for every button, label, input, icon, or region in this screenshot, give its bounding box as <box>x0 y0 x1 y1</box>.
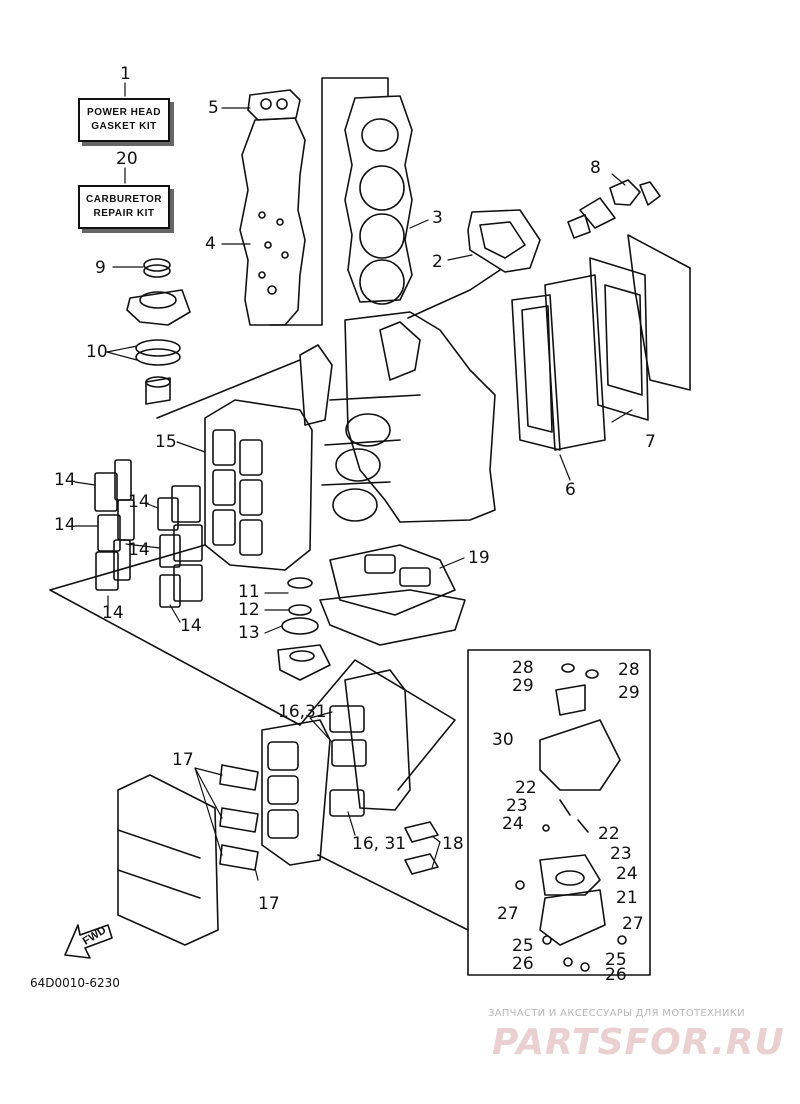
callout-17-bottom: 17 <box>258 894 280 914</box>
callout-11: 11 <box>238 582 260 602</box>
kit-number-1: 1 <box>120 64 131 84</box>
callout-10: 10 <box>86 342 108 362</box>
part-4-gasket <box>239 117 306 326</box>
callout-22-left: 22 <box>515 778 537 798</box>
callout-30: 30 <box>492 730 514 750</box>
callout-22-right: 22 <box>598 824 620 844</box>
engine-block <box>299 311 496 523</box>
leader-seal-block <box>156 359 301 419</box>
callout-28-right: 28 <box>618 660 640 680</box>
callout-14-f: 14 <box>180 616 202 636</box>
callout-23-left: 23 <box>506 796 528 816</box>
leader-lines-top <box>269 77 389 326</box>
callout-leaders <box>74 82 633 881</box>
callout-14-d: 14 <box>128 540 150 560</box>
callout-19: 19 <box>468 548 490 568</box>
part-18-gasket <box>404 821 439 875</box>
callout-21: 21 <box>616 888 638 908</box>
callout-15: 15 <box>155 432 177 452</box>
callout-5: 5 <box>208 98 219 118</box>
callout-27-left: 27 <box>497 904 519 924</box>
carb-detail-parts <box>515 663 627 972</box>
callout-29-left: 29 <box>512 676 534 696</box>
callout-18: 18 <box>442 834 464 854</box>
kit-number-20: 20 <box>116 149 138 169</box>
watermark-logo: PARTSFOR.RU <box>492 1022 785 1063</box>
fwd-arrow-icon <box>64 924 113 959</box>
silencer-cover <box>117 774 219 946</box>
callout-14-c: 14 <box>128 492 150 512</box>
watermark-caption: ЗАПЧАСТИ И АКСЕССУАРЫ ДЛЯ МОТОТЕХНИКИ <box>488 1008 745 1019</box>
callout-2: 2 <box>432 252 443 272</box>
callout-25-right: 25 <box>605 950 627 970</box>
part-2-gasket <box>467 209 541 273</box>
kit-1-line-2: GASKET KIT <box>91 121 157 132</box>
callout-16-31-top: 16,31 <box>278 702 327 722</box>
callout-4: 4 <box>205 234 216 254</box>
carburetor-repair-kit-box: CARBURETOR REPAIR KIT <box>78 185 170 229</box>
callout-3: 3 <box>432 208 443 228</box>
part-3-cylinder-gasket <box>344 95 413 305</box>
power-head-gasket-kit-box: POWER HEAD GASKET KIT <box>78 98 170 142</box>
diagram-part-code: 64D0010-6230 <box>30 976 120 990</box>
callout-6: 6 <box>565 480 576 500</box>
callout-23-right: 23 <box>610 844 632 864</box>
callout-12: 12 <box>238 600 260 620</box>
part-6-cover <box>511 274 606 451</box>
callout-29-right: 29 <box>618 683 640 703</box>
part-8-valve <box>567 179 661 239</box>
callout-7: 7 <box>645 432 656 452</box>
callout-14-a: 14 <box>54 470 76 490</box>
leader-2 <box>407 269 501 319</box>
part-19-gasket <box>319 544 466 646</box>
part-14-reed-valves <box>94 459 203 608</box>
part-5-plate <box>247 89 301 121</box>
callout-14-e: 14 <box>102 603 124 623</box>
callout-24-right: 24 <box>616 864 638 884</box>
callout-24-left: 24 <box>502 814 524 834</box>
callout-27-right: 27 <box>622 914 644 934</box>
callout-13: 13 <box>238 623 260 643</box>
part-15-intake <box>204 399 313 571</box>
callout-25-left: 25 <box>512 936 534 956</box>
callout-26-left: 26 <box>512 954 534 974</box>
callout-17-top: 17 <box>172 750 194 770</box>
part-9-10-seals <box>126 258 191 405</box>
kit-20-line-1: CARBURETOR <box>86 194 162 205</box>
callout-8: 8 <box>590 158 601 178</box>
kit-20-line-2: REPAIR KIT <box>93 208 155 219</box>
callout-14-b: 14 <box>54 515 76 535</box>
callout-9: 9 <box>95 258 106 278</box>
callout-26-right: 26 <box>605 965 627 985</box>
carb-detail-leader <box>317 854 469 931</box>
part-7-cover <box>589 234 691 421</box>
carburetor-block <box>261 669 411 866</box>
carb-detail-frame <box>467 649 651 976</box>
part-16-gaskets <box>329 705 367 817</box>
part-17-gaskets <box>219 764 259 871</box>
kit-1-line-1: POWER HEAD <box>87 107 161 118</box>
callout-16-31-bottom: 16, 31 <box>352 834 407 854</box>
callout-28-left: 28 <box>512 658 534 678</box>
frame-line-left <box>49 544 456 791</box>
